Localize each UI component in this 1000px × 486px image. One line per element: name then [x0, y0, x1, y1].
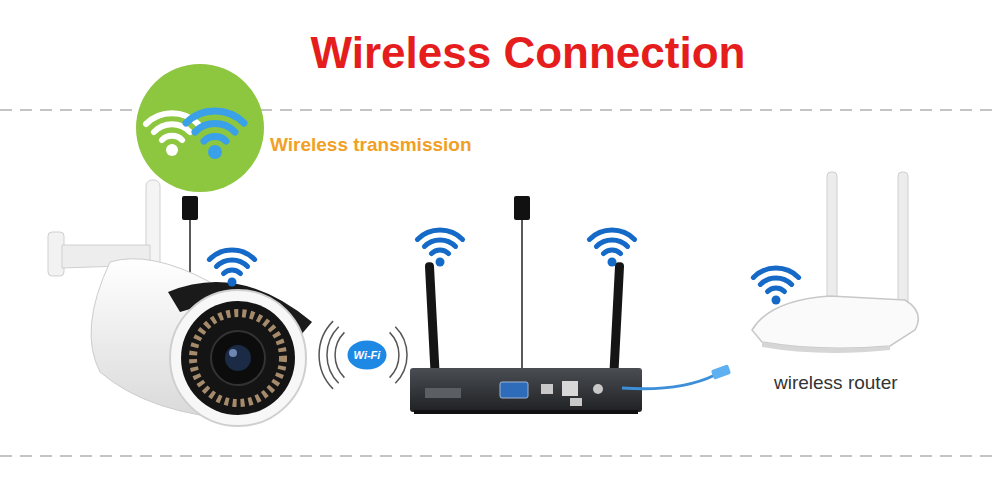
power-adapter [514, 196, 530, 372]
diagram-title: Wireless Connection [228, 28, 828, 78]
wifi-symbol [753, 268, 798, 304]
nvr-recorder [410, 262, 642, 414]
node-text: Wi-Fi [354, 349, 381, 361]
wifi-symbol [589, 230, 634, 266]
wifi-badge: Wi-Fi [345, 338, 389, 372]
wireless-router [752, 172, 918, 353]
node-outline [347, 340, 388, 371]
separator-line [0, 455, 1000, 457]
wifi-symbol [417, 230, 462, 266]
power-adapter [182, 196, 198, 280]
network-cable [622, 364, 731, 389]
signal-waves [319, 321, 407, 389]
device-label: wireless router [774, 372, 898, 394]
wifi-symbol [209, 250, 254, 286]
callout-label: Wireless transmission [270, 134, 472, 156]
camera [48, 232, 312, 426]
wireless-icon [136, 64, 264, 192]
